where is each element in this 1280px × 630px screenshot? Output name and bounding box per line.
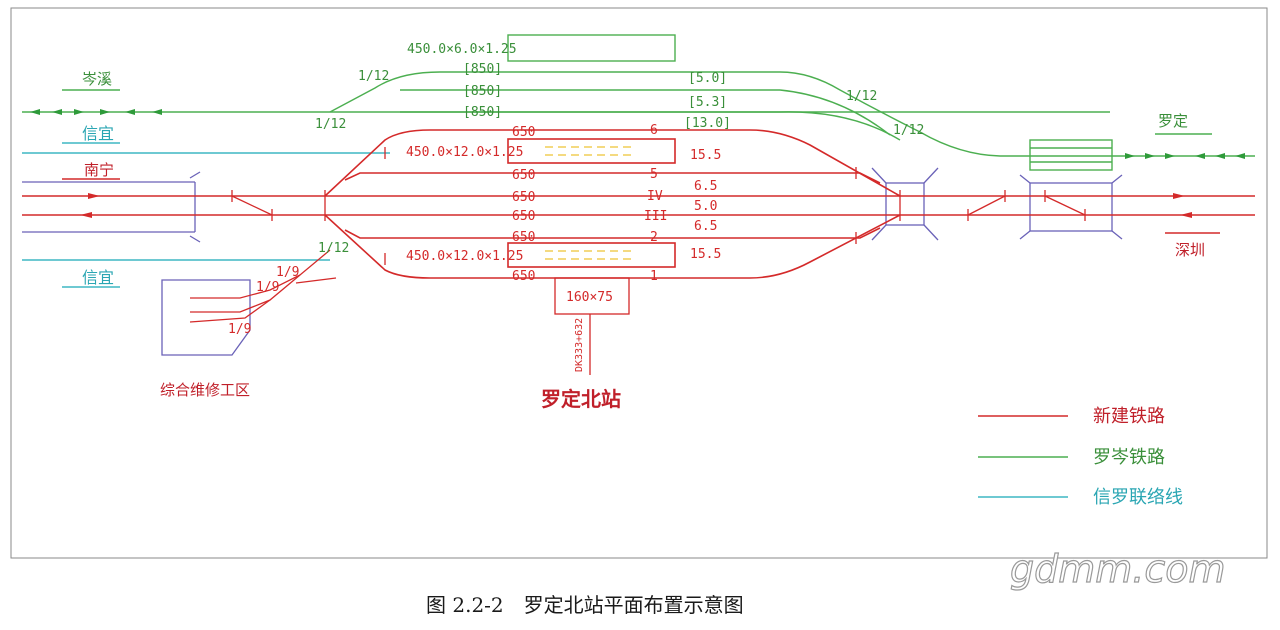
track-number: 6: [650, 123, 658, 138]
platform-dash-marks: [545, 146, 631, 260]
legend-new-railway: 新建铁路: [1093, 406, 1165, 427]
track-length: [850]: [463, 84, 502, 99]
track-spacing: 15.5: [690, 247, 721, 262]
track-number: 2: [650, 230, 658, 245]
luocen-railway-tracks: [22, 34, 1255, 171]
track-length: 650: [512, 230, 535, 245]
label-nanning: 南宁: [84, 161, 114, 179]
red-platform-top-label: 450.0×12.0×1.25: [406, 145, 523, 160]
turnout-ratio: 1/12: [893, 123, 924, 138]
track-length: 650: [512, 190, 535, 205]
station-building-label: 160×75: [566, 290, 613, 305]
track-length: 650: [512, 209, 535, 224]
depot-and-station-frames: [22, 167, 1123, 356]
legend-xinluo-line: 信罗联络线: [1093, 487, 1183, 508]
track-length: 650: [512, 125, 535, 140]
track-length: 650: [512, 269, 535, 284]
track-number: 1: [650, 269, 658, 284]
turnout-ratio: 1/9: [276, 265, 299, 280]
track-length: [850]: [463, 62, 502, 77]
track-spacing: [5.0]: [688, 71, 727, 86]
track-length: 650: [512, 168, 535, 183]
track-number: IV: [647, 189, 663, 204]
label-cenxi: 岑溪: [82, 70, 112, 88]
red-arrows: [80, 193, 1192, 218]
mileage-label: DK333+632: [574, 318, 585, 372]
watermark: gdmm.com: [1010, 547, 1226, 591]
station-name: 罗定北站: [541, 387, 621, 411]
label-luoding: 罗定: [1158, 112, 1188, 130]
track-number: III: [644, 209, 667, 224]
track-spacing: 6.5: [694, 219, 717, 234]
turnout-ratio: 1/9: [256, 280, 279, 295]
label-shenzhen: 深圳: [1175, 241, 1205, 259]
legend-luocen-railway: 罗岑铁路: [1093, 447, 1165, 468]
track-spacing: 5.0: [694, 199, 717, 214]
track-spacing: [5.3]: [688, 95, 727, 110]
track-spacing: [13.0]: [684, 116, 731, 131]
label-xinyi-top: 信宜: [82, 124, 114, 143]
green-platform-label: 450.0×6.0×1.25: [407, 42, 517, 57]
depot-name: 综合维修工区: [160, 381, 250, 399]
figure-caption: 图 2.2-2 罗定北站平面布置示意图: [426, 593, 744, 617]
new-railway-tracks: [22, 129, 1255, 375]
label-xinyi-bottom: 信宜: [82, 268, 114, 287]
track-spacing: 15.5: [690, 148, 721, 163]
turnout-ratio: 1/12: [315, 117, 346, 132]
turnout-ratio: 1/12: [358, 69, 389, 84]
track-spacing: 6.5: [694, 179, 717, 194]
xinluo-connecting-line: [22, 152, 390, 261]
diagram-frame: [10, 7, 1268, 559]
green-arrows-right: [1125, 153, 1245, 159]
turnout-ratio: 1/12: [318, 241, 349, 256]
legend: 新建铁路 罗岑铁路 信罗联络线: [978, 406, 1183, 508]
track-length: [850]: [463, 105, 502, 120]
turnout-ratio: 1/12: [846, 89, 877, 104]
red-platform-bottom-label: 450.0×12.0×1.25: [406, 249, 523, 264]
turnout-ratio: 1/9: [228, 322, 251, 337]
green-arrows-left: [30, 109, 162, 115]
track-number: 5: [650, 167, 658, 182]
